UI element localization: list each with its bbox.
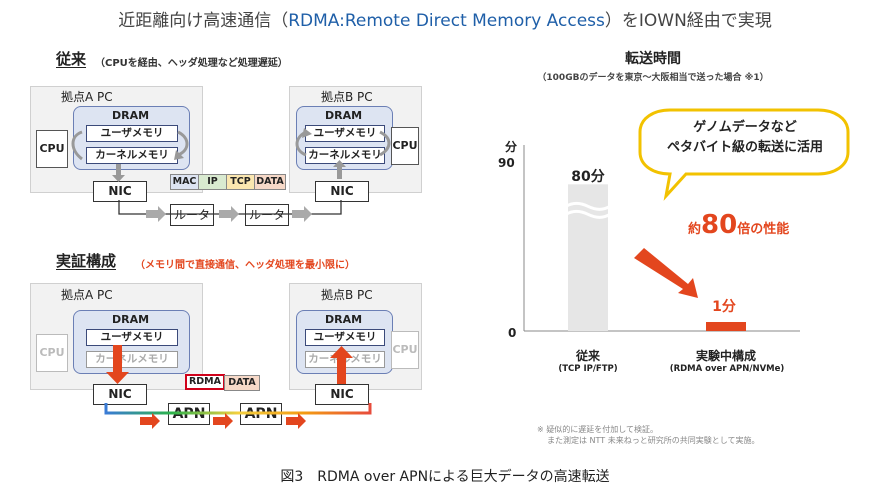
demo-note: （メモリ間で直接通信、ヘッダ処理を最小限に） (135, 260, 355, 271)
performance-suffix: 倍の性能 (737, 222, 790, 237)
demo-net-arrow-1 (140, 413, 160, 429)
bar-label-conventional: 80分 (571, 169, 605, 185)
figure-caption: 図3 RDMA over APNによる巨大データの高速転送 (280, 469, 610, 485)
packet-rdma: RDMA (185, 374, 225, 390)
conventional-site-a-label: 拠点A PC (61, 90, 113, 104)
conv-net-arrow-1 (146, 206, 166, 222)
performance-number: 80 (701, 210, 738, 240)
conventional-heading: 従来 (56, 50, 87, 68)
performance-prefix: 約 (688, 222, 702, 237)
demo-b-nic: NIC (315, 384, 369, 405)
conventional-b-user-memory: ユーザメモリ (305, 125, 385, 142)
conv-b-up-arrow (337, 165, 342, 179)
conventional-b-kernel-memory: カーネルメモリ (305, 147, 385, 164)
conventional-note: （CPUを経由、ヘッダ処理など処理遅延） (95, 58, 288, 69)
demo-site-b-label: 拠点B PC (321, 288, 373, 302)
chart-bars (565, 184, 746, 331)
bar-label-experimental: 1分 (712, 299, 736, 315)
conv-a-loop-arrow-2 (177, 130, 189, 157)
footnote-line-2: また測定は NTT 未来ねっと研究所の共同実験として実施。 (547, 436, 760, 445)
demo-a-cpu: CPU (36, 334, 68, 372)
page-title: 近距離向け高速通信（RDMA:Remote Direct Memory Acce… (0, 6, 890, 31)
router-2: ルータ (245, 204, 289, 226)
chart-subtitle: （100GBのデータを東京～大阪相当で送った場合 ※1） (537, 73, 769, 83)
demo-a-user-memory: ユーザメモリ (86, 329, 178, 346)
demo-net-arrow-2 (213, 413, 233, 429)
y-tick-0: 0 (508, 326, 517, 340)
demo-a-dram-label: DRAM (111, 313, 150, 326)
packet-demo-data: DATA (224, 375, 260, 391)
demo-b-dram-label: DRAM (324, 313, 363, 326)
demo-site-a-label: 拠点A PC (61, 288, 113, 302)
category-experimental-sub: (RDMA over APN/NVMe) (669, 364, 785, 374)
chart-ylabel: 分 (505, 140, 518, 154)
performance-text: 約80倍の性能 (688, 210, 789, 240)
y-tick-90: 90 (498, 156, 515, 170)
demo-b-cpu: CPU (391, 331, 419, 369)
packet-ip: IP (198, 174, 227, 190)
demo-a-nic: NIC (93, 384, 147, 405)
router-1: ルータ (170, 204, 214, 226)
demo-heading: 実証構成 (56, 252, 117, 270)
category-conventional-sub: (TCP IP/FTP) (558, 364, 618, 374)
chart-title: 転送時間 (625, 51, 681, 67)
conv-net-arrow-2 (219, 206, 239, 222)
conventional-a-user-memory: ユーザメモリ (86, 125, 178, 142)
conv-a-loop-head (174, 150, 184, 160)
conv-b-loop-arrow (379, 130, 391, 157)
performance-arrow (634, 248, 698, 298)
demo-b-up-arrow (337, 356, 346, 384)
conventional-site-b-label: 拠点B PC (321, 90, 373, 104)
conventional-a-cpu: CPU (36, 130, 68, 168)
conventional-b-cpu: CPU (391, 127, 419, 165)
demo-net-arrow-3 (286, 413, 306, 429)
category-conventional: 従来 (575, 349, 600, 363)
title-highlight: RDMA:Remote Direct Memory Access (288, 11, 605, 31)
demo-a-down-arrow (113, 345, 122, 373)
conv-net-arrow-3 (292, 206, 312, 222)
callout-bubble (638, 108, 850, 201)
conventional-b-nic: NIC (315, 181, 369, 202)
category-experimental: 実験中構成 (695, 349, 756, 363)
demo-rainbow-line (104, 403, 372, 415)
callout-line-2: ペタバイト級の転送に活用 (666, 140, 823, 155)
demo-b-user-memory: ユーザメモリ (305, 329, 385, 346)
packet-data: DATA (254, 174, 286, 190)
bar-experimental (706, 322, 746, 331)
conventional-a-kernel-memory: カーネルメモリ (86, 147, 178, 164)
footnote-line-1: ※ 疑似的に遅延を付加して検証。 (537, 425, 659, 434)
title-prefix: 近距離向け高速通信（ (118, 11, 289, 31)
title-suffix: ）をIOWN経由で実現 (604, 11, 772, 31)
conv-a-down-arrow (116, 164, 121, 176)
conv-a-loop-arrow (71, 130, 83, 161)
footnote: ※ 疑似的に遅延を付加して検証。 また測定は NTT 未来ねっと研究所の共同実験… (537, 424, 867, 446)
bar-break-mark (565, 201, 611, 219)
callout-line-1: ゲノムデータなど (693, 120, 797, 135)
conventional-a-dram-label: DRAM (111, 109, 150, 122)
conventional-b-dram-label: DRAM (324, 109, 363, 122)
conventional-a-nic: NIC (93, 181, 147, 202)
callout-text: ゲノムデータなど ペタバイト級の転送に活用 (645, 118, 845, 158)
